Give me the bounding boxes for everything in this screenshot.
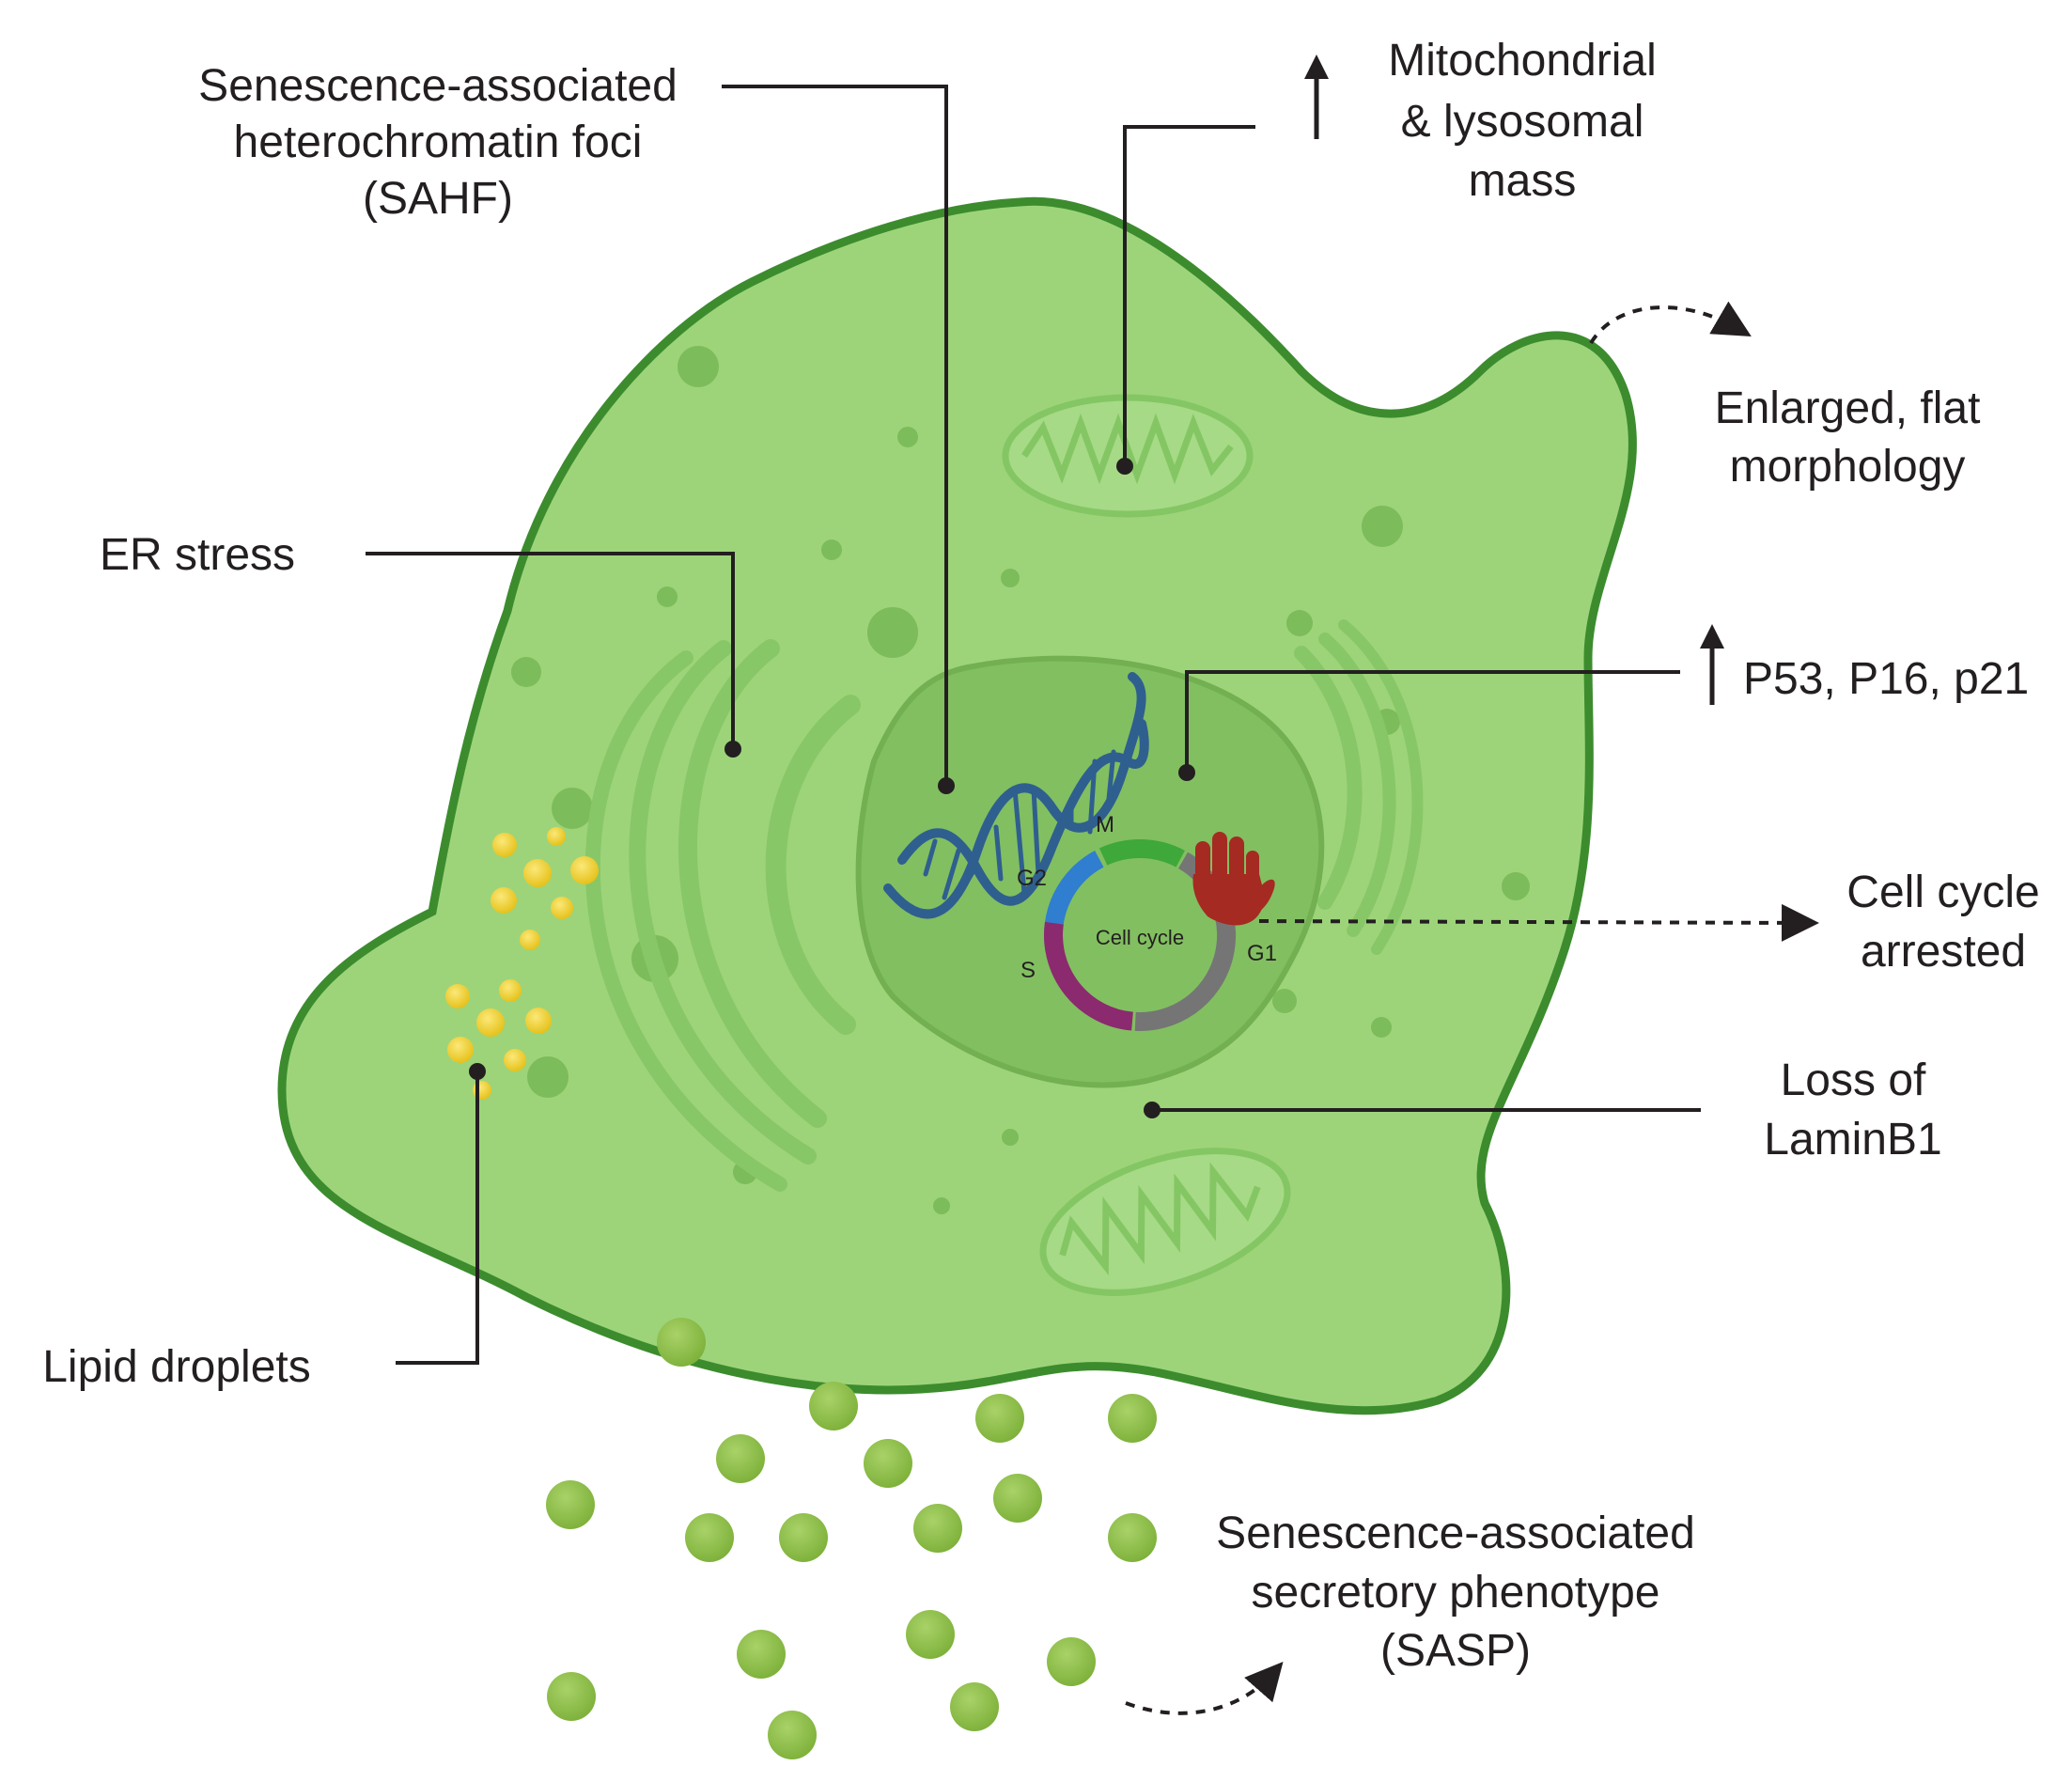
label-sahf-line2: heterochromatin foci — [234, 117, 643, 167]
label-lamin-line2: LaminB1 — [1764, 1115, 1941, 1165]
label-mito-line1: Mitochondrial — [1388, 36, 1656, 86]
label-morphology: Enlarged, flat morphology — [1715, 383, 1981, 492]
label-p53-p16-p21: P53, P16, p21 — [1743, 654, 2029, 704]
label-sasp-line2: secretory phenotype — [1252, 1568, 1660, 1618]
dashed-arrows — [1125, 301, 1819, 1715]
golgi-icon — [584, 639, 861, 1192]
lipid-droplets — [445, 827, 599, 1100]
label-sasp: Senescence-associated secretory phenotyp… — [1216, 1508, 1695, 1676]
golgi-icon — [1294, 619, 1424, 955]
label-sasp-line1: Senescence-associated — [1216, 1508, 1695, 1558]
label-arrest-line1: Cell cycle — [1846, 868, 2039, 917]
label-sahf-line3: (SAHF) — [363, 174, 513, 224]
label-lipid-droplets: Lipid droplets — [42, 1342, 311, 1392]
label-mito-line3: mass — [1469, 156, 1577, 206]
stop-hand-icon — [1192, 832, 1275, 926]
label-morph-line2: morphology — [1730, 442, 1966, 492]
phase-label-g1: G1 — [1247, 941, 1277, 966]
label-lamin-line1: Loss of — [1781, 1055, 1926, 1105]
label-morph-line1: Enlarged, flat — [1715, 383, 1981, 433]
phase-label-m: M — [1096, 812, 1114, 837]
up-arrow-icon — [1304, 55, 1329, 139]
label-sasp-line3: (SASP) — [1380, 1626, 1531, 1676]
leader-dots — [469, 458, 1195, 1118]
label-mito: Mitochondrial & lysosomal mass — [1388, 36, 1656, 206]
label-laminb1: Loss of LaminB1 — [1764, 1055, 1941, 1165]
label-sahf: Senescence-associated heterochromatin fo… — [198, 61, 678, 224]
phase-label-s: S — [1020, 958, 1036, 983]
label-mito-line2: & lysosomal — [1401, 97, 1644, 147]
phase-arc-s — [1044, 921, 1134, 1031]
label-sahf-line1: Senescence-associated — [198, 61, 678, 111]
cell-cycle-center-label: Cell cycle — [1096, 926, 1184, 949]
label-cell-cycle-arrested: Cell cycle arrested — [1846, 868, 2039, 977]
dna-helix-icon — [883, 672, 1149, 919]
mitochondrion-icon — [1002, 394, 1254, 518]
phase-arc-m — [1098, 839, 1185, 868]
phase-label-g2: G2 — [1017, 866, 1047, 891]
label-arrest-line2: arrested — [1861, 927, 2026, 977]
sasp-vesicles — [546, 1318, 1157, 1759]
leader-lines — [366, 85, 1701, 1365]
up-arrow-icon — [1700, 624, 1724, 705]
label-er-stress: ER stress — [100, 530, 295, 580]
mitochondrion-icon — [1039, 1148, 1291, 1296]
